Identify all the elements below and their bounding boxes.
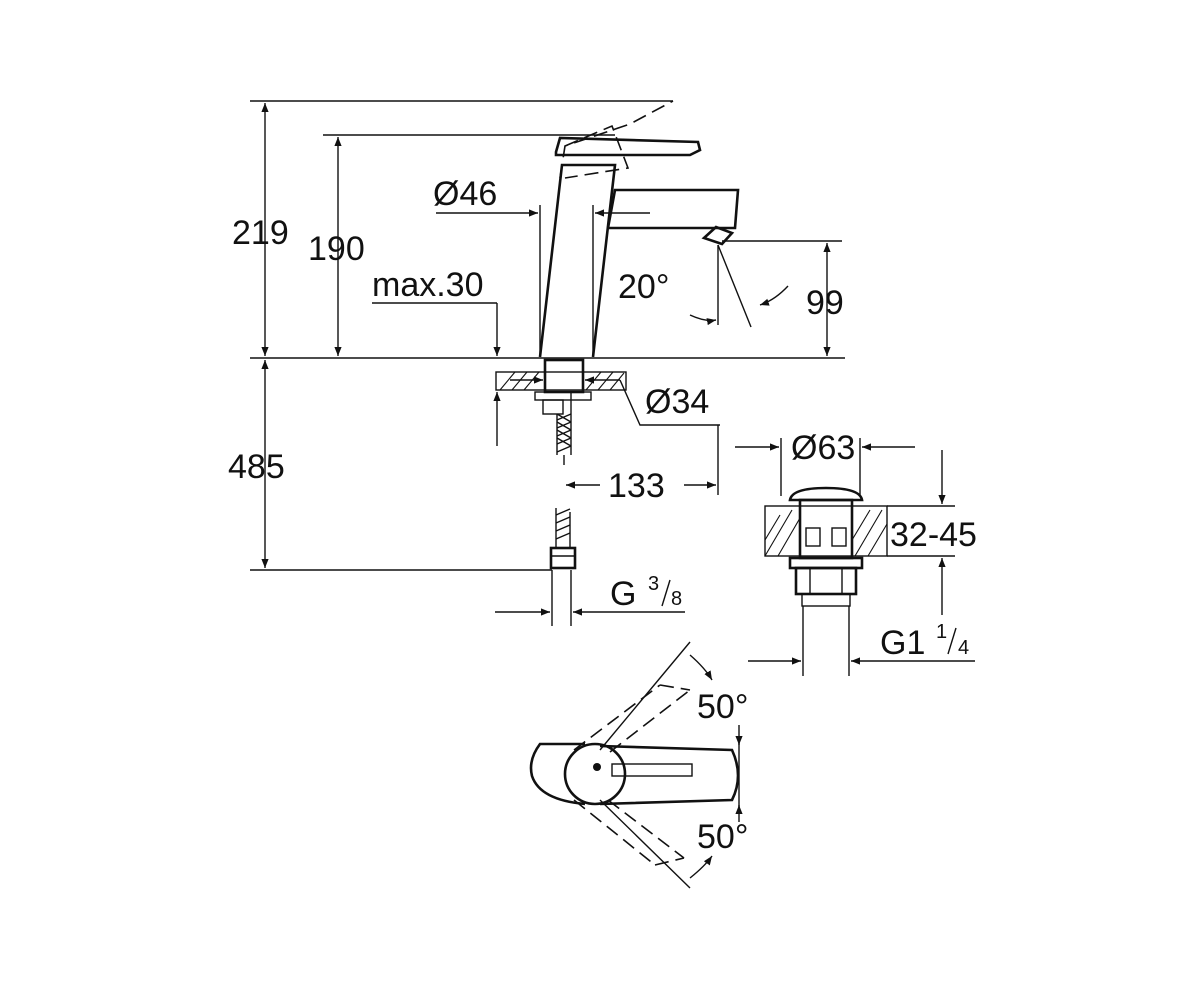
dim-133: 133 bbox=[608, 467, 665, 505]
dim-dia-34: Ø34 bbox=[645, 383, 709, 421]
dim-dia-63: Ø63 bbox=[791, 429, 855, 467]
dim-leader-34 bbox=[619, 379, 720, 426]
dim-485: 485 bbox=[228, 448, 285, 486]
angle-20: 20° bbox=[618, 268, 669, 306]
faucet-body bbox=[538, 163, 617, 358]
top-cartridge bbox=[563, 742, 627, 806]
aerator bbox=[701, 225, 735, 246]
angle-arc-20b bbox=[759, 285, 789, 306]
faucet-side-view: 219 190 Ø46 max.30 20° 99 Ø34 133 485 bbox=[228, 100, 845, 626]
top-axis-lower-arm bbox=[599, 799, 691, 889]
waste-fitting: Ø63 32-45 G1 1 4 bbox=[735, 429, 977, 676]
deck-mounting bbox=[495, 358, 627, 465]
waste-deck bbox=[764, 505, 888, 557]
top-axis-upper-arm bbox=[599, 641, 691, 751]
waste-g-fraction-slash bbox=[947, 627, 957, 655]
angle-arc-20 bbox=[689, 314, 717, 326]
waste-body bbox=[798, 498, 854, 560]
waste-g-numerator: 1 bbox=[936, 621, 947, 643]
top-body bbox=[529, 742, 586, 806]
waste-g-denominator: 4 bbox=[958, 637, 969, 659]
conn-g: G bbox=[610, 575, 636, 613]
dim-max30: max.30 bbox=[372, 266, 484, 304]
angle-50-up: 50° bbox=[697, 688, 748, 726]
dim-32-45: 32-45 bbox=[890, 516, 977, 554]
dim-190: 190 bbox=[308, 230, 365, 268]
waste-nut bbox=[788, 556, 864, 570]
conn-g-numerator: 3 bbox=[648, 573, 659, 595]
top-lever bbox=[599, 744, 740, 806]
hose-connector bbox=[549, 508, 577, 570]
dim-99: 99 bbox=[806, 284, 844, 322]
lever-swing-up bbox=[573, 684, 691, 753]
conn-g-denominator: 8 bbox=[671, 588, 682, 610]
waste-cap bbox=[788, 486, 864, 502]
lever-swing-down bbox=[573, 799, 685, 866]
dim-219: 219 bbox=[232, 214, 289, 252]
dim-dia-46: Ø46 bbox=[433, 175, 497, 213]
faucet-top-view: 50° 50° bbox=[529, 641, 748, 889]
angle-arc-50-up bbox=[689, 654, 713, 681]
conn-g-fraction-slash bbox=[661, 579, 671, 607]
lever-handle bbox=[554, 136, 702, 157]
angle-50-down: 50° bbox=[697, 818, 748, 856]
spout bbox=[606, 188, 740, 230]
lever-raised-outline bbox=[559, 100, 674, 179]
spout-axis-line bbox=[717, 244, 752, 328]
waste-g1: G1 bbox=[880, 624, 925, 662]
angle-arc-50-down bbox=[689, 855, 713, 879]
